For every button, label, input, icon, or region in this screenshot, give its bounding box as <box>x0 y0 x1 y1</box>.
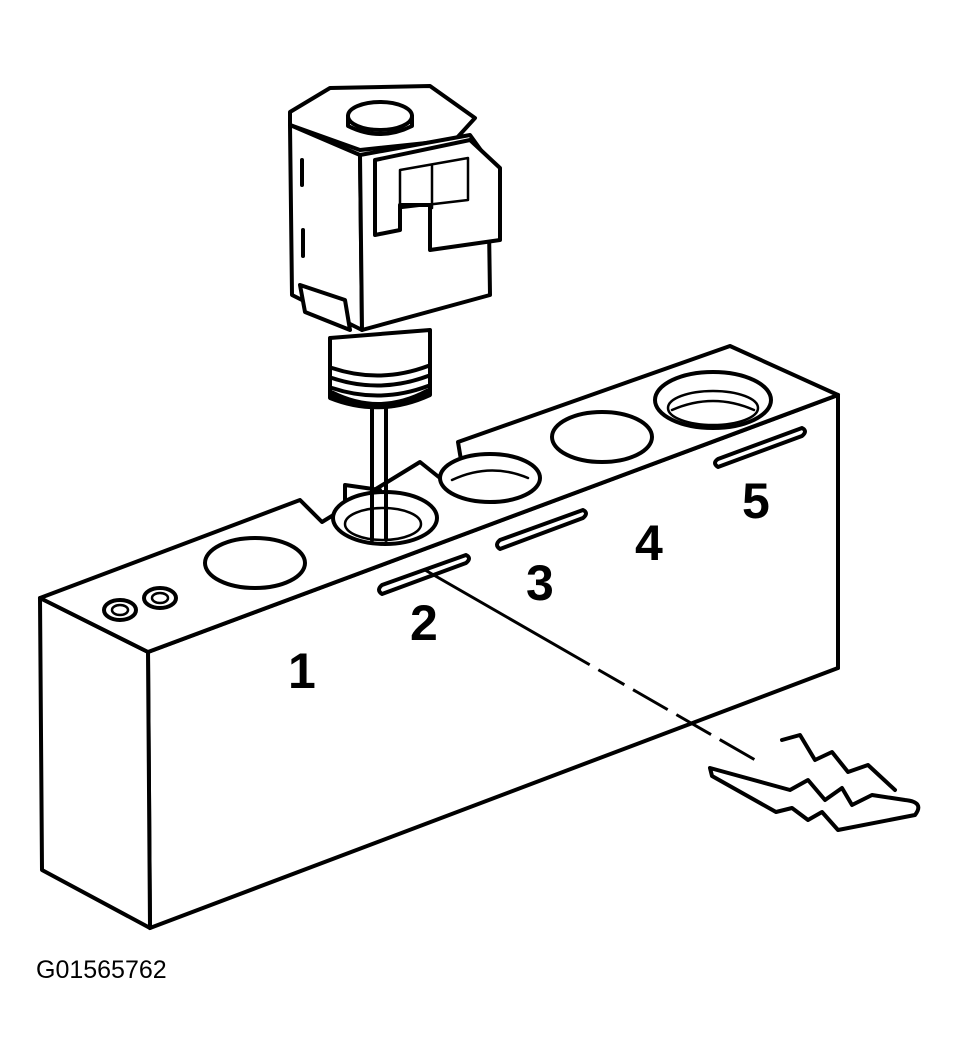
solenoid <box>288 84 502 542</box>
retaining-clip <box>708 733 921 832</box>
bore-4 <box>550 410 654 464</box>
bore-3 <box>438 452 542 504</box>
bore-label-3: 3 <box>526 555 554 611</box>
valve-body-block <box>38 344 840 930</box>
solenoid-cap <box>346 100 414 132</box>
clip-slots <box>377 426 807 596</box>
bore-5 <box>653 370 773 430</box>
clip-leader-line <box>424 568 791 782</box>
solenoid-lock-tab <box>298 283 352 332</box>
figure-id: G01565762 <box>36 956 167 984</box>
clip-slot-2 <box>377 553 471 596</box>
bore-label-5: 5 <box>742 473 770 529</box>
clip-slot-3 <box>495 508 588 551</box>
bore-label-2: 2 <box>410 595 438 651</box>
bore-1 <box>203 536 307 590</box>
bore-label-1: 1 <box>288 643 316 699</box>
clip-slot-5 <box>713 426 807 469</box>
valve-body-left-face <box>38 596 152 930</box>
left-end-ports <box>102 586 178 622</box>
bore-label-4: 4 <box>635 515 663 571</box>
